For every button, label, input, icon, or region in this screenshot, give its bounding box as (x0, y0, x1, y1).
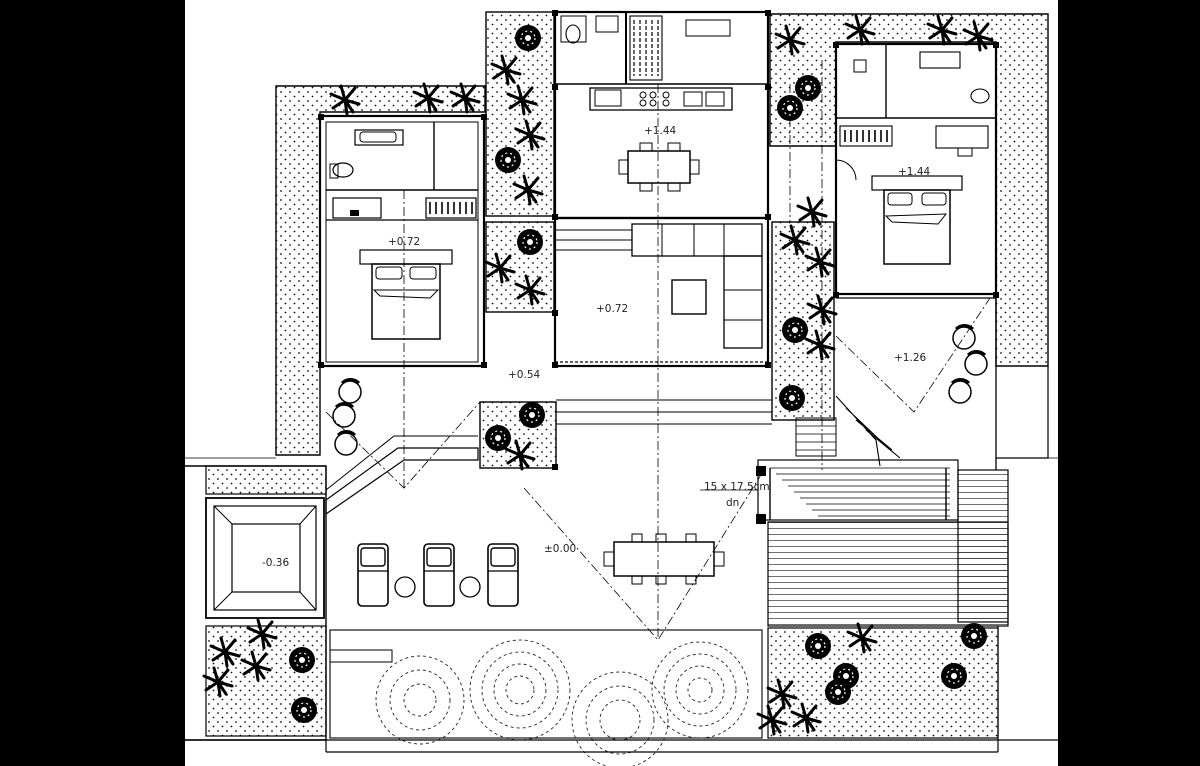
stair-direction: dn (726, 497, 739, 509)
living-room (553, 84, 770, 640)
level-bedroom-left: +0.72 (388, 236, 420, 248)
level-pool-deck: ±0.00 (544, 543, 576, 555)
stair-size-note: 15 x 17.5cm (704, 481, 770, 493)
level-bedroom-right: +1.44 (898, 166, 930, 178)
left-planter (275, 85, 486, 456)
left-bedroom-wing (318, 114, 486, 490)
bottom-garden (185, 625, 1058, 766)
right-terrace (835, 297, 997, 470)
left-ramp (325, 377, 481, 516)
level-plunge-pool: -0.36 (262, 557, 289, 569)
level-landing: +0.54 (508, 369, 540, 381)
level-living: +0.72 (596, 303, 628, 315)
level-kitchen-dining: +1.44 (644, 125, 676, 137)
level-terrace-right: +1.26 (894, 352, 926, 364)
kitchen-dining (553, 10, 770, 220)
columns (318, 10, 999, 470)
timber-deck (767, 469, 1009, 627)
pool-deck (185, 465, 765, 741)
right-bedroom-wing (834, 42, 998, 296)
